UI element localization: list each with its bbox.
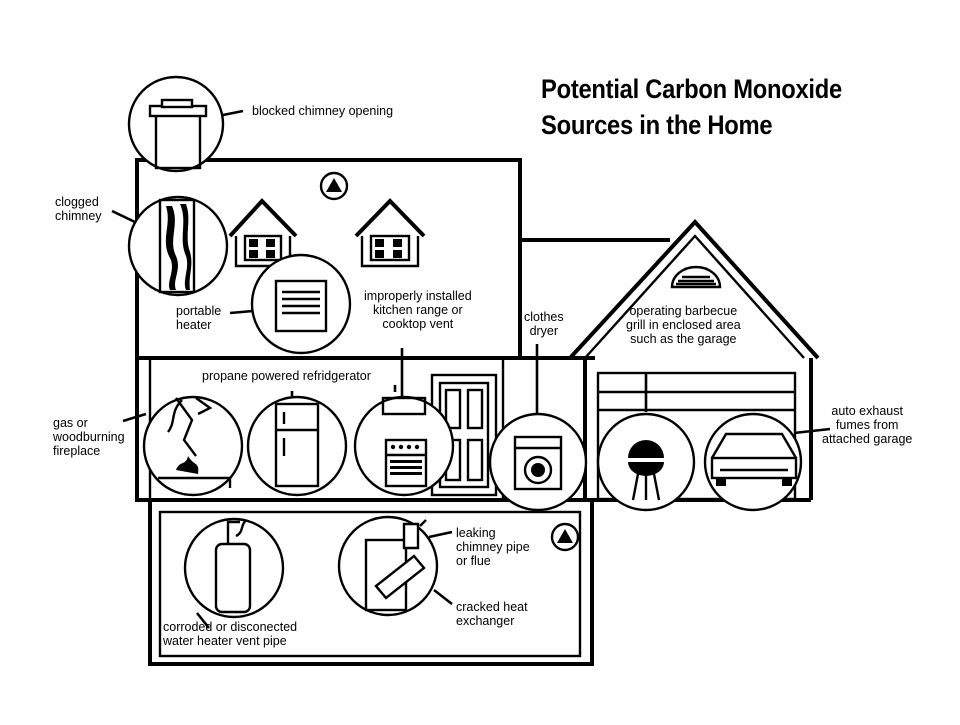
diagram-title-line-2: Sources in the Home [541, 110, 773, 140]
water-heater-icon [183, 517, 285, 619]
refrigerator-icon [246, 395, 348, 497]
furnace-icon [337, 515, 439, 617]
warning-triangle-icon [319, 171, 349, 201]
car-icon [703, 412, 803, 512]
diagram-title-line-1: Potential Carbon Monoxide [541, 74, 842, 104]
heater-icon [250, 253, 352, 355]
label-blocked-chimney: blocked chimney opening [252, 104, 394, 118]
label-portable-heater: portable heater [176, 304, 222, 332]
label-kitchen-range: improperly installed kitchen range or co… [364, 289, 472, 331]
dryer-icon [488, 412, 588, 512]
dormer-right [354, 198, 426, 268]
chimney-opening-callout [127, 75, 225, 173]
label-clothes-dryer: clothes dryer [524, 310, 564, 338]
clogged-chimney-callout [127, 195, 229, 297]
warning-triangle-icon [550, 522, 580, 552]
grill-icon [596, 412, 696, 512]
house-outline [135, 158, 820, 666]
stove-icon [353, 395, 455, 497]
fireplace-icon [142, 395, 244, 497]
dormer-left [228, 198, 298, 268]
label-auto-exhaust: auto exhaust fumes from attached garage [822, 404, 913, 446]
label-propane-refrigerator: propane powered refridgerator [202, 369, 371, 383]
label-water-heater: corroded or disconected water heater ven… [163, 620, 298, 648]
label-cracked-heat-exchanger: cracked heat exchanger [456, 600, 528, 628]
label-leaking-chimney-pipe: leaking chimney pipe or flue [456, 526, 530, 568]
label-fireplace: gas or woodburning fireplace [53, 416, 125, 458]
leader-lines [111, 109, 831, 629]
label-barbecue-grill: operating barbecue grill in enclosed are… [626, 304, 741, 346]
label-clogged-chimney: clogged chimney [55, 195, 102, 223]
